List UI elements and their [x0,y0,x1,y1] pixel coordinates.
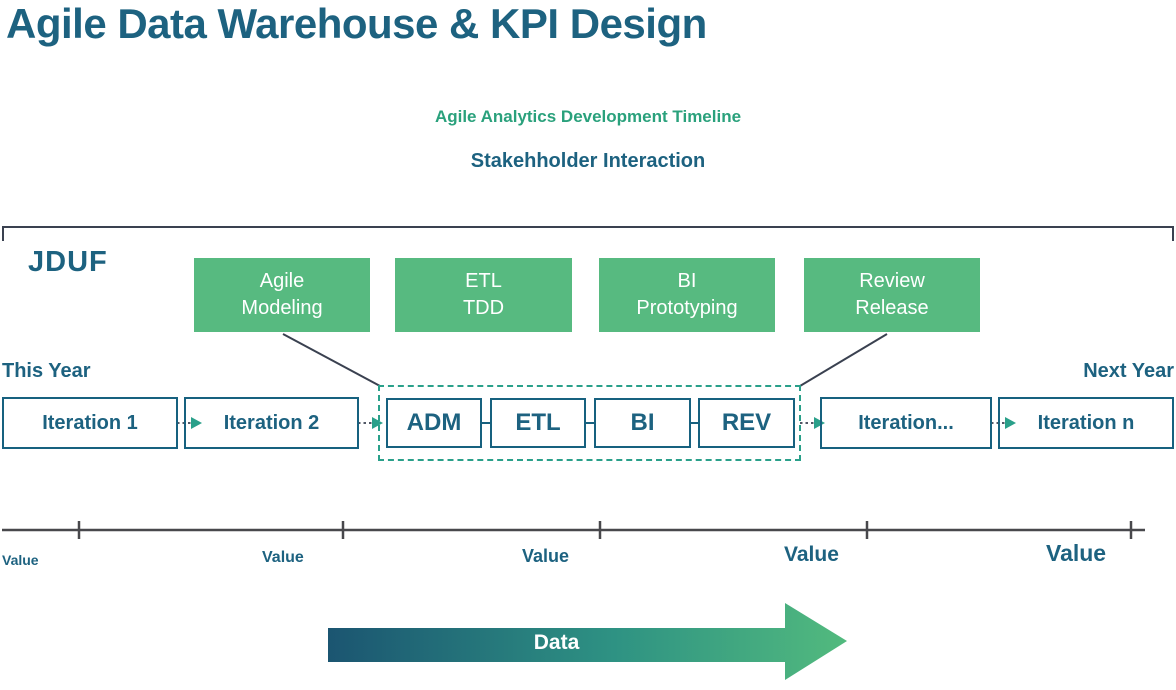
connector-line-review-release [799,333,888,387]
next-year-label: Next Year [1083,360,1174,382]
value-label-5: Value [1046,540,1107,566]
data-arrow-label: Data [533,631,580,654]
value-label-3: Value [522,546,570,566]
phase-box-etl-tdd: ETL TDD [395,258,572,332]
jduf-bracket [2,226,1174,241]
iteration-box-2: Iteration 2 [184,397,359,449]
connector-line-agile-modeling [282,333,381,387]
iteration-box-1: Iteration 1 [2,397,178,449]
iteration-box-n: Iteration n [998,397,1174,449]
iteration-box-more: Iteration... [820,397,992,449]
step-box-rev: REV [698,398,795,448]
this-year-label: This Year [2,360,91,382]
step-box-adm: ADM [386,398,482,448]
subtitle-stakeholder-interaction: Stakehholder Interaction [470,150,706,172]
sprint-dashed-group [378,385,801,461]
value-label-1: Value [2,552,39,568]
phase-box-review-release: Review Release [804,258,980,332]
phase-box-bi-prototyping: BI Prototyping [599,258,775,332]
value-label-2: Value [262,549,304,566]
subtitle-analytics-timeline: Agile Analytics Development Timeline [434,107,742,126]
step-box-etl: ETL [490,398,586,448]
jduf-label: JDUF [28,246,108,278]
phase-box-agile-modeling: Agile Modeling [194,258,370,332]
page-title: Agile Data Warehouse & KPI Design [6,0,707,47]
value-label-4: Value [784,543,839,566]
step-box-bi: BI [594,398,691,448]
